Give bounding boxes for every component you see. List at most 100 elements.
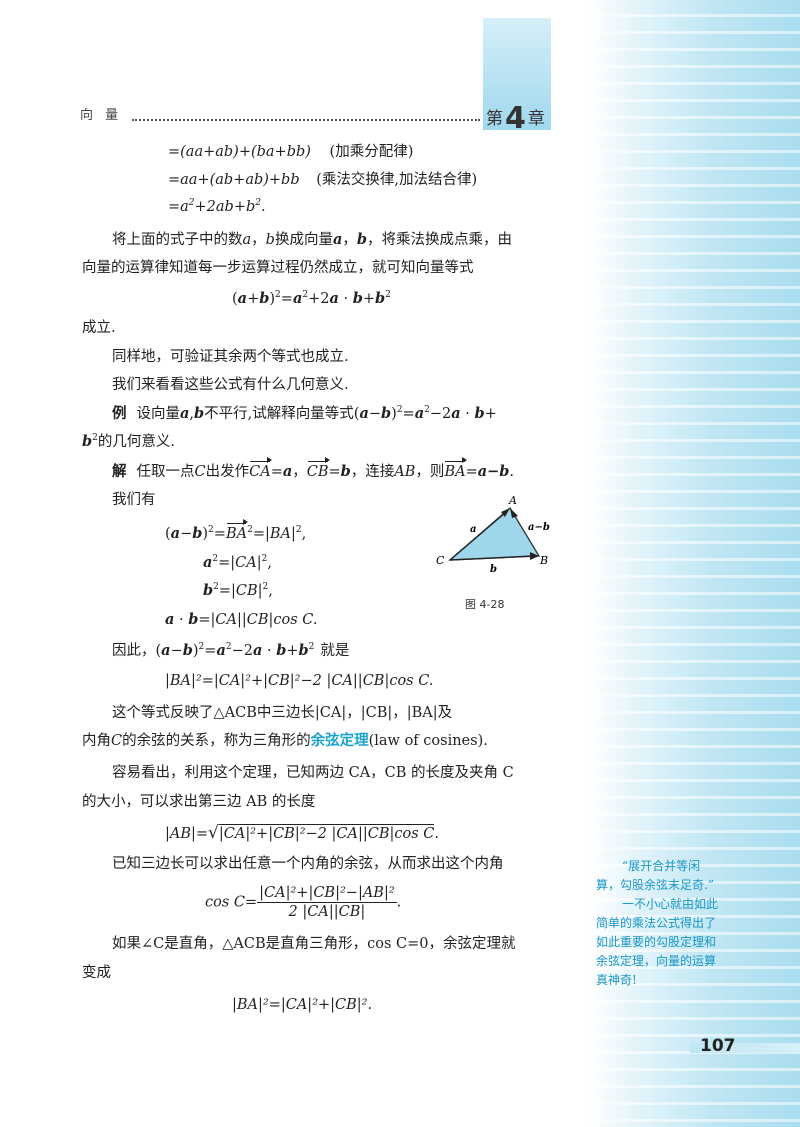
example-line-2: b2的几何意义. [82, 433, 175, 450]
sqrt-radicand: |CA|²+|CB|²−2 |CA||CB|cos C [218, 824, 435, 842]
p1-text-c: ，将乘法换成点乘，由 [367, 232, 512, 248]
id-plus2: +2 [308, 291, 330, 307]
paragraph-look: 我们来看看这些公式有什么几何意义. [112, 377, 349, 393]
sol-text2: 出发作 [205, 464, 250, 480]
se3-rest: =|CB| [218, 583, 263, 599]
example-label: 例 [112, 405, 127, 422]
side-note-line-1: “展开合并等闲 [622, 859, 701, 873]
side-note-line-7: 真神奇! [596, 973, 637, 987]
sol-comma: ， [292, 464, 307, 480]
sol-amb: a−b [477, 463, 510, 480]
ex-rp: ) [391, 406, 397, 422]
sol-eq2: = [328, 464, 341, 480]
ab-end: . [434, 826, 439, 842]
p1-b: b [265, 232, 275, 248]
sol-vec-CB: CB [306, 457, 330, 480]
ex-minus: − [368, 406, 381, 422]
chapter-suffix: 章 [527, 109, 545, 129]
sol-text1: 任取一点 [136, 464, 195, 480]
sol-eq-2: a2=|CA|2, [203, 554, 272, 571]
ex-a-3: a [414, 405, 425, 422]
header-leader-dots [132, 113, 480, 121]
ex-b-3: b [474, 405, 485, 422]
se4-rest: =|CA||CB|cos C. [198, 612, 318, 628]
sol-vec-CA: CA [249, 457, 272, 480]
sol-eq-3: b2=|CB|2, [203, 582, 273, 599]
equation-2-note: (乘法交换律,加法结合律) [316, 172, 478, 188]
cos-numerator: |CA|²+|CB|²−|AB|² [257, 885, 397, 903]
th-b: b [182, 642, 193, 659]
se2-rest: =|CA| [218, 555, 262, 571]
ex-comma: , [189, 406, 195, 422]
sol-AB: AB [394, 464, 416, 480]
th-minus: − [170, 643, 183, 659]
example-line-1: 例设向量a,b不平行,试解释向量等式(a−b)2=a2−2a · b+ [112, 405, 497, 422]
sol-end: . [509, 464, 515, 480]
th-text1: 因此， [112, 643, 156, 659]
id-b2: b [352, 290, 363, 307]
ex-eq: = [402, 406, 415, 422]
solution-label: 解 [112, 463, 127, 480]
se3-b: b [203, 582, 214, 599]
ex-plus: + [484, 406, 497, 422]
side-note-line-2: 算，勾股余弦末足奇.” [596, 878, 714, 892]
ex-text1: 设向量 [136, 406, 181, 422]
eq3-post: . [261, 199, 266, 215]
law-paragraph-line-2: 内角C的余弦的关系，称为三角形的余弦定理(law of cosines). [82, 731, 488, 751]
side-note-line-6: 余弦定理，向量的运算 [596, 954, 717, 968]
sol-eq3: = [465, 464, 478, 480]
vector-a-arrow [449, 511, 507, 561]
th-b3: b [298, 642, 309, 659]
eq3-mid: +2ab+b [194, 199, 256, 215]
page-number-band [690, 1043, 800, 1053]
triangle-fill [448, 507, 541, 561]
vector-amb-head [510, 508, 518, 518]
ab-length-equation: |AB|=√|CA|²+|CB|²−2 |CA||CB|cos C. [165, 823, 439, 844]
paragraph-same: 同样地，可验证其余两个等式也成立. [112, 349, 349, 365]
sol-vec-BA: BA [444, 457, 467, 480]
figure-caption: 图 4-28 [465, 598, 505, 611]
th-rp: ) [192, 643, 199, 659]
eq3-pre: =a [168, 199, 189, 215]
sol-C: C [194, 464, 206, 480]
equation-2: =aa+(ab+ab)+bb [168, 172, 300, 188]
vector-b-arrow [449, 555, 534, 561]
ex-b-2: b [381, 405, 392, 422]
label-vec-b: b [490, 564, 497, 575]
law-term: 余弦定理 [310, 732, 369, 749]
id-a: a [237, 290, 248, 307]
ex-a-2: a [359, 405, 369, 422]
th-plus: + [286, 643, 299, 659]
label-C: C [436, 554, 445, 567]
right-angle-line-1: 如果∠C是直角，△ACB是直角三角形，cos C=0，余弦定理就 [112, 936, 516, 952]
easy-paragraph-line-1: 容易看出，利用这个定理，已知两边 CA，CB 的长度及夹角 C [112, 765, 514, 781]
sol-eq-1: (a−b)2=BA2=|BA|2, [165, 519, 307, 542]
ex-a: a [180, 405, 190, 422]
right-angle-line-2: 变成 [82, 965, 111, 981]
ex-rest: −2 [429, 406, 452, 422]
law-of-cosines-equation: |BA|²=|CA|²+|CB|²−2 |CA||CB|cos C. [165, 673, 434, 689]
law-text-c: (law of cosines). [368, 733, 488, 749]
side-note-line-5: 如此重要的勾股定理和 [596, 935, 717, 949]
se1-BA: BA [225, 519, 249, 542]
sol-eq1: = [270, 464, 283, 480]
ex-a-4: a [451, 405, 461, 422]
p1-text-a: 将上面的式子中的数 [112, 232, 243, 248]
id-b: b [259, 290, 270, 307]
ex-text2: 不平行,试解释向量等式 [204, 406, 354, 422]
equation-line-3: =a2+2ab+b2. [168, 198, 266, 216]
ex-dot: · [460, 406, 475, 422]
se4-a: a [165, 611, 175, 628]
cos-lhs: cos C= [205, 894, 258, 911]
chapter-number: 4 [505, 101, 526, 136]
sol-text3: ，连接 [350, 464, 395, 480]
law-text-a: 内角 [82, 733, 111, 749]
equation-1: =(aa+ab)+(ba+bb) [168, 144, 311, 160]
ex-b-4: b [82, 433, 93, 450]
se1-a: a [170, 525, 181, 542]
th-eq: = [204, 643, 217, 659]
law-C: C [111, 733, 123, 749]
